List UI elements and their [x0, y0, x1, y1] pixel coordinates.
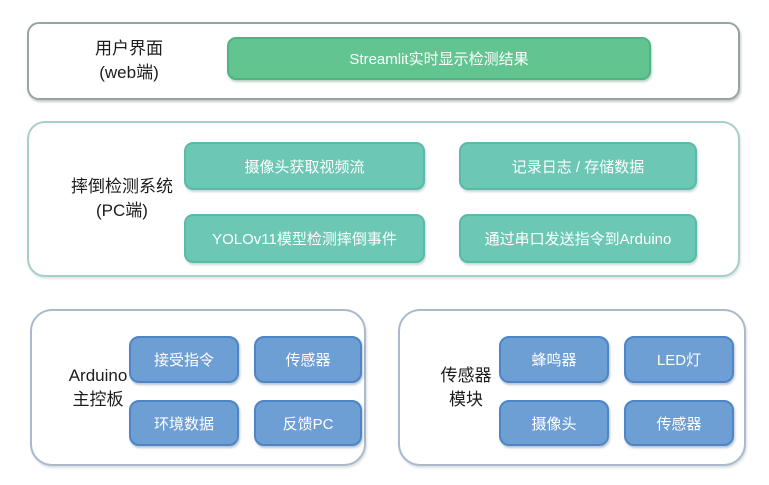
- section-label-line2: (PC端): [96, 201, 148, 220]
- section-sensor-module-label: 传感器 模块: [414, 311, 518, 464]
- node-sensor: 传感器: [254, 336, 362, 383]
- node-yolo-detection: YOLOv11模型检测摔倒事件: [184, 214, 425, 263]
- node-camera-video-stream: 摄像头获取视频流: [184, 142, 425, 190]
- section-arduino-board: Arduino 主控板 接受指令 传感器 环境数据 反馈PC: [30, 309, 366, 466]
- section-user-interface-label: 用户界面 (web端): [59, 24, 199, 98]
- node-streamlit-display: Streamlit实时显示检测结果: [227, 37, 651, 80]
- node-receive-command: 接受指令: [129, 336, 239, 383]
- section-label-line2: 模块: [449, 389, 483, 409]
- section-label-line1: 摔倒检测系统: [71, 177, 173, 196]
- node-led-light: LED灯: [624, 336, 734, 383]
- node-buzzer: 蜂鸣器: [499, 336, 609, 383]
- section-label-line2: 主控板: [72, 389, 124, 409]
- node-serial-command: 通过串口发送指令到Arduino: [459, 214, 697, 263]
- section-user-interface: 用户界面 (web端) Streamlit实时显示检测结果: [27, 22, 740, 100]
- section-label-line1: 传感器: [440, 365, 492, 385]
- node-feedback-pc: 反馈PC: [254, 400, 362, 446]
- node-sensor: 传感器: [624, 400, 734, 446]
- section-label-line1: Arduino: [68, 365, 128, 385]
- section-sensor-module: 传感器 模块 蜂鸣器 LED灯 摄像头 传感器: [398, 309, 746, 466]
- node-log-storage: 记录日志 / 存储数据: [459, 142, 697, 190]
- section-fall-detection-system: 摔倒检测系统 (PC端) 摄像头获取视频流 记录日志 / 存储数据 YOLOv1…: [27, 121, 740, 277]
- node-environment-data: 环境数据: [129, 400, 239, 446]
- section-label-line2: (web端): [99, 63, 159, 82]
- node-camera: 摄像头: [499, 400, 609, 446]
- section-fall-detection-label: 摔倒检测系统 (PC端): [43, 123, 201, 275]
- section-arduino-label: Arduino 主控板: [40, 311, 156, 464]
- section-label-line1: 用户界面: [95, 39, 163, 58]
